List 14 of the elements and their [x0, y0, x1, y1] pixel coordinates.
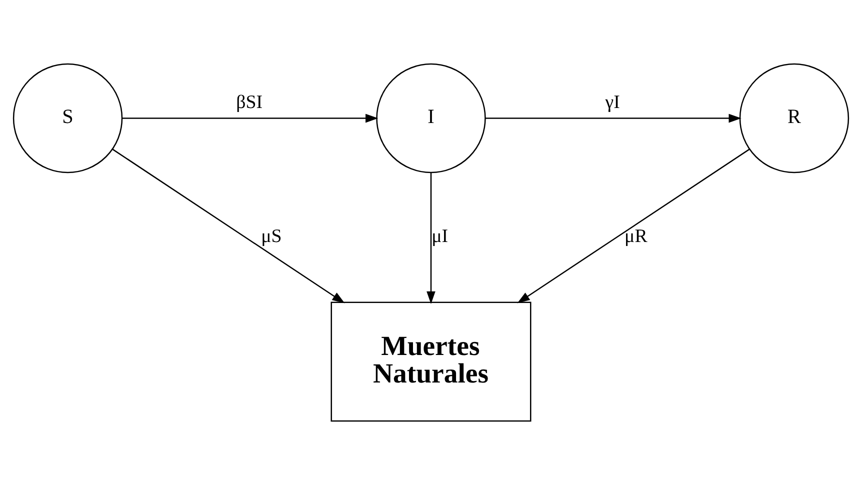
arrow — [485, 113, 742, 122]
node-circle: I — [376, 62, 486, 173]
node-circle: R — [739, 62, 850, 173]
edge-label: μI — [432, 225, 448, 246]
edge-label: μS — [261, 225, 282, 246]
node-circle: S — [12, 62, 123, 173]
edge-label: βSI — [236, 92, 263, 113]
arrow — [112, 148, 345, 303]
arrow — [426, 172, 436, 304]
node-box: Muertes Naturales — [330, 301, 532, 422]
edge-label: μR — [624, 225, 648, 246]
arrow — [122, 113, 378, 122]
edge-label: γI — [605, 92, 620, 113]
arrow — [517, 148, 750, 303]
